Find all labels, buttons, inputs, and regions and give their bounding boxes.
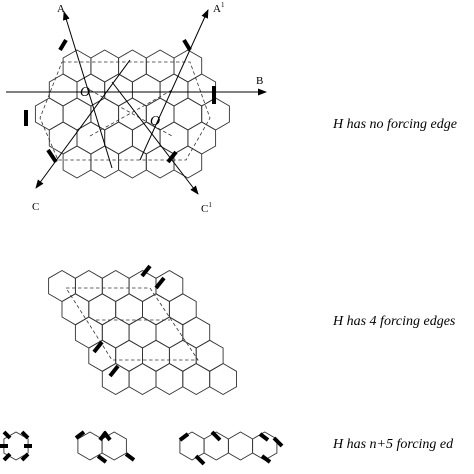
caption-n-plus-5-forcing-edges: H has n+5 forcing ed <box>332 437 454 452</box>
forcing-edge-mark <box>58 38 68 52</box>
hexagon <box>118 145 147 179</box>
forcing-edge-mark <box>166 150 178 164</box>
hexagon <box>48 73 78 107</box>
axis-label: A1 <box>213 1 225 15</box>
axis-label: B <box>256 75 263 87</box>
forcing-edge-mark <box>74 430 86 440</box>
hexagon <box>61 293 90 326</box>
hexagon <box>118 49 147 83</box>
dashed-guide <box>39 61 211 161</box>
hexagon <box>90 49 120 83</box>
axis-arrow <box>111 81 199 195</box>
dashed-guide <box>65 287 199 361</box>
hexagon <box>173 97 203 131</box>
hexagon <box>173 145 203 179</box>
forcing-edge-mark <box>92 340 104 354</box>
hexagon <box>88 339 117 372</box>
hexagon <box>187 73 217 107</box>
forcing-edge-mark <box>210 430 222 442</box>
forcing-edge-mark <box>154 276 166 290</box>
hexagon <box>101 316 130 349</box>
hexagon <box>62 145 92 179</box>
axis-label: A <box>57 3 65 15</box>
axis-arrow <box>63 11 113 169</box>
forcing-edge-mark <box>258 432 270 442</box>
hexagon <box>104 121 133 155</box>
hexagon <box>155 316 184 349</box>
hexagon <box>195 339 224 372</box>
forcing-edge-mark <box>182 38 192 52</box>
hexagon <box>34 97 64 131</box>
center-label: O <box>80 85 90 100</box>
hexagon <box>209 362 237 396</box>
forcing-edge-mark <box>2 452 12 462</box>
hexagon <box>168 339 197 372</box>
forcing-edge-mark <box>272 436 284 448</box>
center-label: O <box>150 114 160 129</box>
forcing-edge-mark <box>124 452 136 462</box>
forcing-edge-mark <box>140 264 152 278</box>
forcing-edge-mark <box>2 430 12 440</box>
hexagon <box>168 293 197 326</box>
hexagon <box>101 269 130 303</box>
forcing-edge-mark <box>20 452 30 462</box>
panel-four-forcing-edges <box>48 264 237 396</box>
hexagon <box>142 339 170 372</box>
forcing-edge-mark <box>46 148 58 164</box>
forcing-edge-mark <box>108 364 120 378</box>
hexagon <box>62 97 92 131</box>
forcing-edge-mark <box>98 430 108 442</box>
caption-four-forcing-edges: H has 4 forcing edges <box>332 314 456 329</box>
axis-label: C <box>32 201 39 213</box>
axis-label: C1 <box>201 201 212 215</box>
dashed-guide <box>89 89 173 137</box>
hexagon <box>145 49 175 83</box>
dashed-guide <box>89 89 173 137</box>
axis-arrow <box>139 9 209 161</box>
forcing-edge-mark <box>20 430 30 440</box>
hexagon <box>74 316 103 349</box>
hexagon <box>155 362 184 396</box>
hexagon <box>128 316 157 349</box>
hexagon <box>159 73 189 107</box>
panel-n-plus-5-forcing-edges <box>0 430 284 466</box>
forcing-edge-mark <box>96 454 108 464</box>
forcing-edge-mark <box>194 454 206 466</box>
caption-no-forcing-edge: H has no forcing edge <box>332 117 457 132</box>
hexagon <box>159 121 189 155</box>
hexagon <box>74 269 103 303</box>
hexagon <box>90 145 120 179</box>
hexagon <box>227 431 254 461</box>
forcing-edge-mark <box>260 454 272 464</box>
hexagon <box>128 362 157 396</box>
hexagon <box>131 73 161 107</box>
hexagon <box>115 339 143 372</box>
hexagon <box>182 362 211 396</box>
panel-no-forcing-edge: A A1B C C1 O O <box>6 1 267 215</box>
hexagon <box>3 431 29 461</box>
forcing-edge-mark <box>178 432 190 442</box>
axis-arrow <box>35 59 131 189</box>
